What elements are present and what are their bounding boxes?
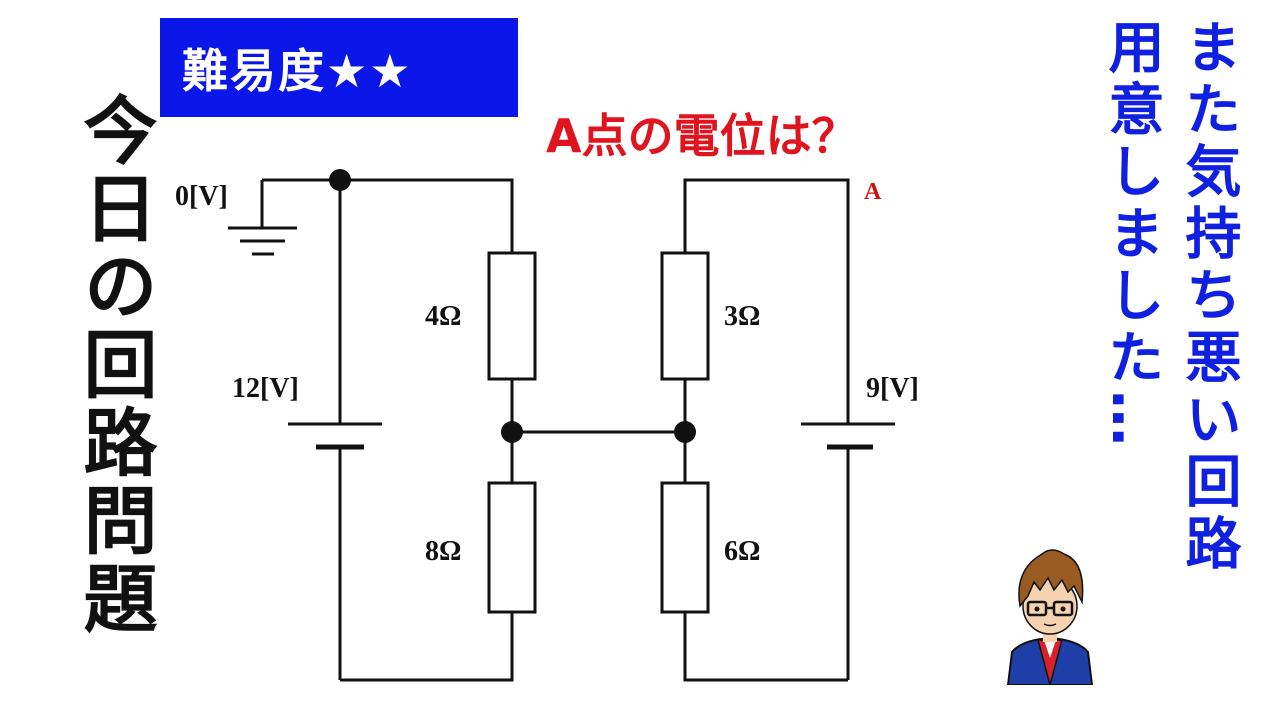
wires: [260, 178, 850, 682]
resistor-upper-left: [487, 251, 537, 381]
resistor-lower-left: [487, 481, 537, 614]
page-title: 今日の回路問題: [71, 92, 157, 638]
remark-line-2: 用意しました…: [1099, 18, 1164, 452]
junction-node-right: [674, 421, 696, 443]
remark-line-1: また気持ち悪い回路: [1176, 18, 1241, 576]
difficulty-badge: 難易度★★: [160, 18, 518, 117]
junction-node-left: [501, 421, 523, 443]
circuit-diagram: 0[V] 12[V] 9[V] 4Ω 8Ω 3Ω 6Ω A: [175, 169, 919, 682]
battery-right-label: 9[V]: [866, 373, 919, 404]
battery-left-label: 12[V]: [232, 373, 299, 404]
avatar: [1006, 549, 1094, 685]
difficulty-text: 難易度★★: [182, 43, 413, 98]
ground-label: 0[V]: [175, 181, 228, 212]
resistor-upper-left-label: 4Ω: [425, 301, 461, 332]
wire-top-left: [262, 178, 514, 253]
junction-node-top: [329, 169, 351, 191]
battery-left: [288, 422, 382, 450]
question-text: A点の電位は？: [546, 109, 858, 163]
resistor-lower-right-label: 6Ω: [724, 536, 760, 567]
resistor-upper-right: [660, 251, 710, 381]
point-a-label: A: [864, 179, 882, 205]
ground-symbol: [228, 226, 297, 256]
resistor-upper-right-label: 3Ω: [724, 301, 760, 332]
resistor-lower-left-label: 8Ω: [425, 536, 461, 567]
resistor-lower-right: [660, 481, 710, 614]
wire-bottom-left: [340, 612, 514, 682]
wire-bottom-right: [683, 612, 848, 682]
wire-top-right: [683, 178, 850, 424]
battery-right: [801, 422, 895, 450]
